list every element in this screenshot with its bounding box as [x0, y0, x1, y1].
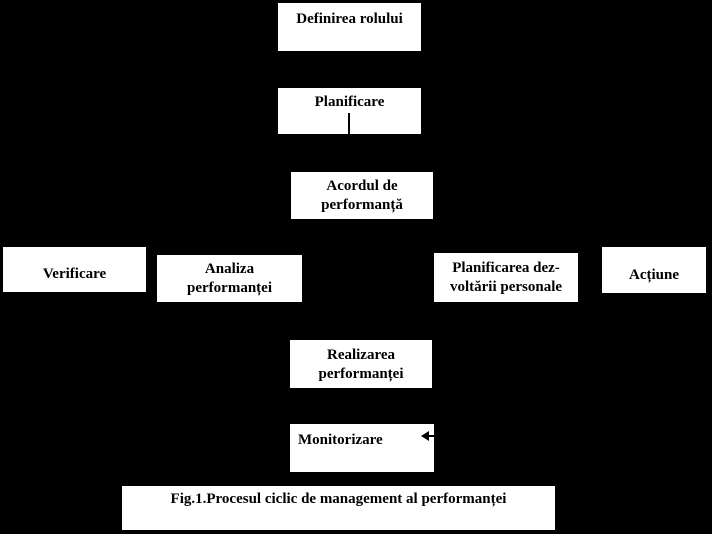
node-label-line2: voltării personale — [449, 279, 563, 295]
node-label-line2: performanței — [318, 366, 404, 382]
node-analiza-performantei: Analiza performanței — [157, 255, 302, 302]
node-definirea-rolului: Definirea rolului — [278, 3, 421, 51]
node-label-line1: Planificarea dez- — [452, 260, 560, 276]
node-label: Planificare — [314, 94, 385, 110]
node-planificarea-dezvoltarii-personale: Planificarea dez- voltării personale — [434, 253, 578, 302]
node-label-line2: performanță — [321, 197, 403, 213]
node-label: Definirea rolului — [296, 11, 403, 27]
connector-line-down — [348, 113, 350, 134]
caption-text: Fig.1.Procesul ciclic de management al p… — [170, 491, 507, 507]
node-realizarea-performantei: Realizarea performanței — [290, 340, 432, 388]
node-label-line1: Realizarea — [326, 347, 396, 363]
node-label-line2: performanței — [187, 280, 272, 296]
node-monitorizare: Monitorizare — [290, 424, 434, 472]
figure-caption: Fig.1.Procesul ciclic de management al p… — [122, 486, 555, 530]
arrow-head — [421, 431, 429, 441]
node-label: Verificare — [42, 266, 107, 282]
node-actiune: Acțiune — [602, 247, 706, 293]
node-verificare: Verificare — [3, 247, 146, 292]
node-acordul-de-performanta: Acordul de performanță — [291, 172, 433, 219]
node-planificare: Planificare — [278, 88, 421, 134]
arrow-shaft — [428, 435, 434, 437]
node-label: Monitorizare — [298, 432, 383, 448]
node-label-line1: Acordul de — [326, 178, 398, 194]
node-label: Acțiune — [629, 267, 679, 283]
node-label-line1: Analiza — [204, 261, 255, 277]
arrow-left-icon — [421, 431, 434, 441]
